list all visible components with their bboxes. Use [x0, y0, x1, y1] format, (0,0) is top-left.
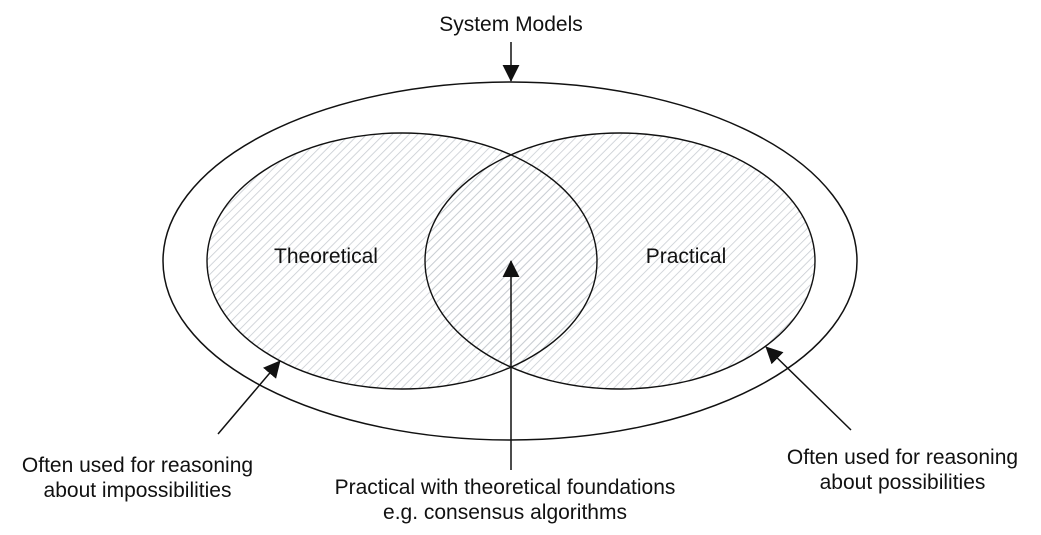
practical-fill — [425, 133, 815, 389]
theoretical-annotation-line-2: about impossibilities — [43, 479, 232, 502]
practical-ellipse — [424, 132, 816, 390]
theoretical-label: Theoretical — [274, 245, 378, 268]
practical-annotation: Often used for reasoning about possibili… — [765, 445, 1040, 495]
system-models-title: System Models — [439, 13, 583, 36]
intersection-annotation-line-2: e.g. consensus algorithms — [383, 501, 627, 524]
theoretical-annotation: Often used for reasoning about impossibi… — [0, 453, 275, 503]
theoretical-arrow — [217, 360, 281, 435]
theoretical-ellipse — [206, 132, 598, 390]
theoretical-annotation-line-1: Often used for reasoning — [21, 454, 254, 477]
system-models-ellipse — [162, 81, 858, 441]
practical-arrow — [765, 346, 852, 431]
practical-annotation-line-2: about possibilities — [819, 471, 986, 494]
practical-label: Practical — [645, 245, 727, 268]
intersection-annotation-line-1: Practical with theoretical foundations — [334, 476, 676, 499]
intersection-annotation: Practical with theoretical foundations e… — [290, 475, 720, 525]
practical-annotation-line-1: Often used for reasoning — [786, 446, 1019, 469]
